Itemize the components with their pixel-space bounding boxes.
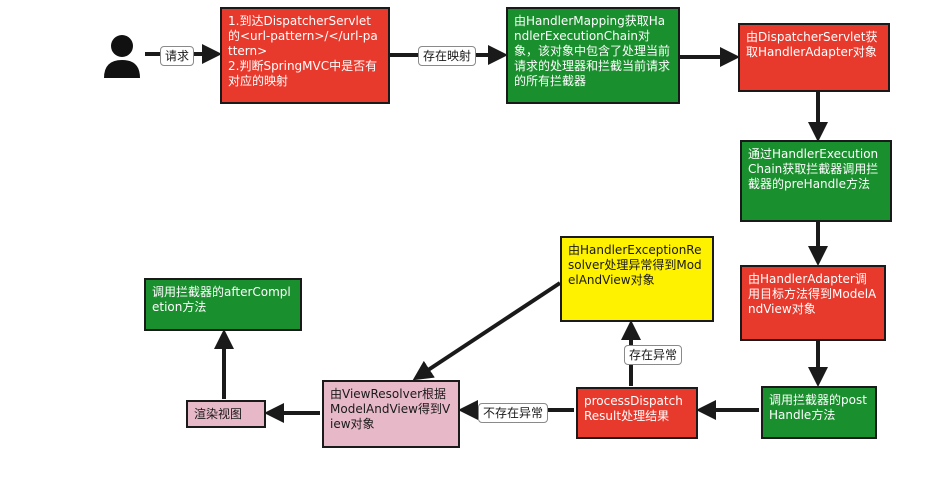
edge-label-has-exception: 存在异常	[624, 345, 683, 365]
exception-resolver-node: 由HandlerExceptionResolver处理异常得到ModelAndV…	[560, 236, 714, 322]
edge-label-no-exception: 不存在异常	[478, 403, 549, 423]
render-view-node: 渲染视图	[186, 400, 266, 428]
invoke-target-node: 由HandlerAdapter调用目标方法得到ModelAndView对象	[740, 265, 886, 341]
arrow-resolver-to-view	[412, 281, 562, 381]
after-completion-node: 调用拦截器的afterCompletion方法	[144, 278, 302, 331]
handler-mapping-node: 由HandlerMapping获取HandlerExecutionChain对象…	[506, 7, 680, 104]
view-resolver-node: 由ViewResolver根据ModelAndView得到View对象	[322, 380, 460, 448]
dispatcher-check-node: 1.到达DispatcherServlet的<url-pattern>/</ur…	[220, 7, 390, 104]
edge-label-request: 请求	[160, 46, 195, 66]
post-handle-node: 调用拦截器的postHandle方法	[761, 386, 877, 439]
pre-handle-node: 通过HandlerExecutionChain获取拦截器调用拦截器的preHan…	[740, 140, 892, 222]
get-adapter-node: 由DispatcherServlet获取HandlerAdapter对象	[738, 23, 890, 92]
process-dispatch-node: processDispatchResult处理结果	[576, 387, 698, 439]
edge-label-mapping-exists: 存在映射	[418, 46, 477, 66]
user-icon	[104, 35, 140, 78]
